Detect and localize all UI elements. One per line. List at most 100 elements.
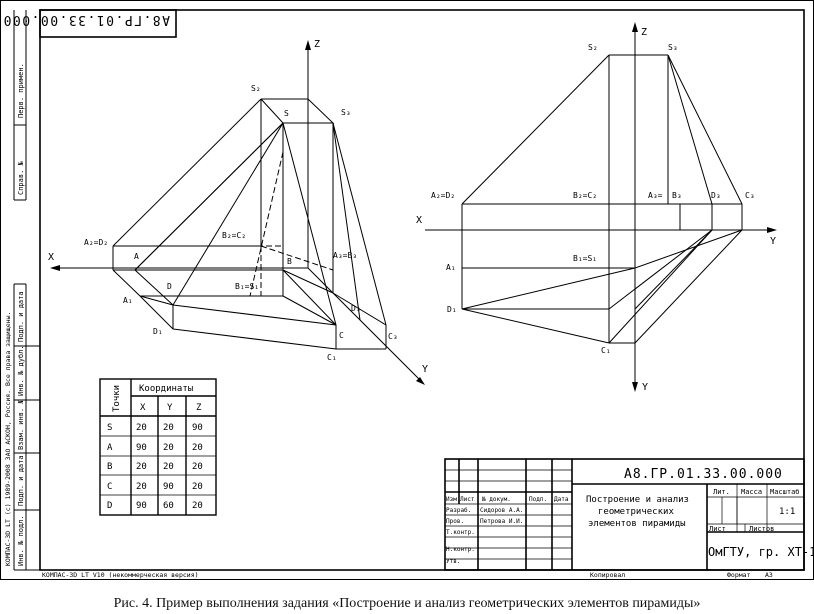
ortho-pt-D3: D₃ xyxy=(711,191,721,200)
iso-pt-A3B3: A₃=B₃ xyxy=(333,251,357,260)
col-izm: Изм. xyxy=(446,496,460,503)
ortho-pt-A2D2: A₂=D₂ xyxy=(431,191,455,200)
ortho-pt-A3: A₃= xyxy=(648,191,663,200)
code-box-text: А8.ГР.01.33.00.000 xyxy=(2,12,170,27)
row-S-y: 20 xyxy=(163,423,174,433)
col-list: Лист xyxy=(460,496,475,503)
title-line-1: Построение и анализ xyxy=(586,495,689,505)
col-podp: Подп. xyxy=(529,496,547,503)
iso-pt-A2D2: A₂=D₂ xyxy=(84,238,108,247)
iso-pt-S2: S₂ xyxy=(251,84,261,93)
ortho-pt-D1: D₁ xyxy=(447,305,457,314)
row-S-z: 90 xyxy=(192,423,203,433)
iso-pt-B1S1: B₁=S₁ xyxy=(235,282,259,291)
row-razrab: Разраб. xyxy=(446,507,471,514)
row-A-y: 20 xyxy=(163,443,174,453)
col-date: Дата xyxy=(554,496,569,503)
iso-pt-A1: A₁ xyxy=(123,296,133,305)
title-sheets: Листов xyxy=(749,525,774,533)
row-B-y: 20 xyxy=(163,462,174,472)
ortho-axis-y-bottom: Y xyxy=(642,382,648,393)
side-label-sprav: Справ. № xyxy=(17,160,25,195)
side-label-podp2: Подп. и дата xyxy=(17,455,25,506)
table-col-y: Y xyxy=(167,403,173,413)
row-razrab-name: Сидоров А.А. xyxy=(480,507,523,514)
copyright-vertical: КОМПАС-3D LT (с) 1989-2008 ЗАО АСКОН, Ро… xyxy=(4,312,12,566)
inner-frame xyxy=(39,9,805,571)
col-doc: № докум. xyxy=(482,496,511,503)
iso-y-arrow xyxy=(416,377,425,385)
iso-z-arrow xyxy=(305,40,311,50)
ortho-pt-B1S1: B₁=S₁ xyxy=(573,254,597,263)
title-mass: Масса xyxy=(741,488,762,496)
drawing-sheet: Перв. примен. Справ. № Подп. и дата Инв.… xyxy=(0,0,814,580)
table-col-z: Z xyxy=(196,403,202,413)
iso-pt-B2C2: B₂=C₂ xyxy=(222,231,246,240)
ortho-view xyxy=(425,30,770,385)
iso-pt-A: A xyxy=(134,252,139,261)
side-label-perv: Перв. примен. xyxy=(17,63,25,118)
title-sheet: Лист xyxy=(709,525,726,533)
iso-pt-D1: D₁ xyxy=(153,327,163,336)
ortho-z-arrow xyxy=(632,22,638,32)
row-utv: Утв. xyxy=(446,558,460,565)
row-A-point: A xyxy=(107,443,113,453)
footer-format: Формат xyxy=(727,571,751,579)
row-A-x: 90 xyxy=(136,443,147,453)
outer-frame xyxy=(0,0,814,580)
side-label-podp1: Подп. и дата xyxy=(17,291,25,342)
side-label-inv-podl: Инв. № подл. xyxy=(17,515,25,566)
title-line-3: элементов пирамиды xyxy=(588,519,686,529)
row-C-z: 20 xyxy=(192,482,203,492)
row-S-x: 20 xyxy=(136,423,147,433)
footer-format-value: А3 xyxy=(765,571,773,579)
row-B-point: B xyxy=(107,462,112,472)
side-label-vzam: Взам. инв. № xyxy=(17,399,25,450)
row-S-point: S xyxy=(107,423,112,433)
code-box xyxy=(39,9,177,38)
binding-strip xyxy=(13,10,40,571)
title-org: ОмГТУ, гр. ХТ-119 xyxy=(708,545,814,559)
row-B-x: 20 xyxy=(136,462,147,472)
row-prov: Пров. xyxy=(446,518,464,525)
iso-pt-B: B xyxy=(287,257,292,266)
ortho-pt-B3: B₃ xyxy=(672,191,682,200)
row-D-z: 20 xyxy=(192,501,203,511)
footer-copy: Копировал xyxy=(590,571,625,579)
row-A-z: 20 xyxy=(192,443,203,453)
iso-pt-C1: C₁ xyxy=(327,353,337,362)
row-nkontr: Н.контр. xyxy=(446,546,475,553)
title-scale: Масштаб xyxy=(770,488,800,496)
title-line-2: геометрических xyxy=(598,507,674,517)
row-prov-name: Петрова И.И. xyxy=(480,518,523,525)
ortho-axis-z: Z xyxy=(641,27,647,38)
ortho-pt-C3: C₃ xyxy=(745,191,755,200)
iso-view xyxy=(55,50,421,381)
row-D-point: D xyxy=(107,501,112,511)
iso-axis-y: Y xyxy=(422,364,428,375)
row-C-y: 90 xyxy=(163,482,174,492)
iso-pt-S: S xyxy=(284,109,289,118)
title-code: А8.ГР.01.33.00.000 xyxy=(624,467,783,482)
ortho-axis-x: X xyxy=(416,215,422,226)
iso-x-arrow xyxy=(50,265,60,271)
ortho-y2-arrow xyxy=(767,227,777,233)
iso-pt-C: C xyxy=(339,331,344,340)
ortho-pt-B2C2: B₂=C₂ xyxy=(573,191,597,200)
table-header-points: Точки xyxy=(112,385,122,412)
coords-table: Точки Координаты X Y Z S 20 20 90 A 90 2… xyxy=(99,378,217,516)
iso-axis-z: Z xyxy=(314,39,320,50)
ortho-pt-C1: C₁ xyxy=(601,346,611,355)
iso-pt-C3: C₃ xyxy=(388,332,398,341)
iso-pt-D3: D₃ xyxy=(351,304,361,313)
ortho-pt-S2: S₂ xyxy=(588,43,598,52)
side-label-inv-dubl: Инв. № дубл. xyxy=(17,345,25,396)
table-col-x: X xyxy=(140,403,146,413)
footer-kompas: КОМПАС-3D LT V10 (некоммерческая версия) xyxy=(42,571,199,579)
figure-caption: Рис. 4. Пример выполнения задания «Постр… xyxy=(113,596,701,611)
iso-y-axis xyxy=(307,267,421,381)
title-scale-value: 1:1 xyxy=(779,507,795,517)
row-B-z: 20 xyxy=(192,462,203,472)
row-C-x: 20 xyxy=(136,482,147,492)
row-D-x: 90 xyxy=(136,501,147,511)
